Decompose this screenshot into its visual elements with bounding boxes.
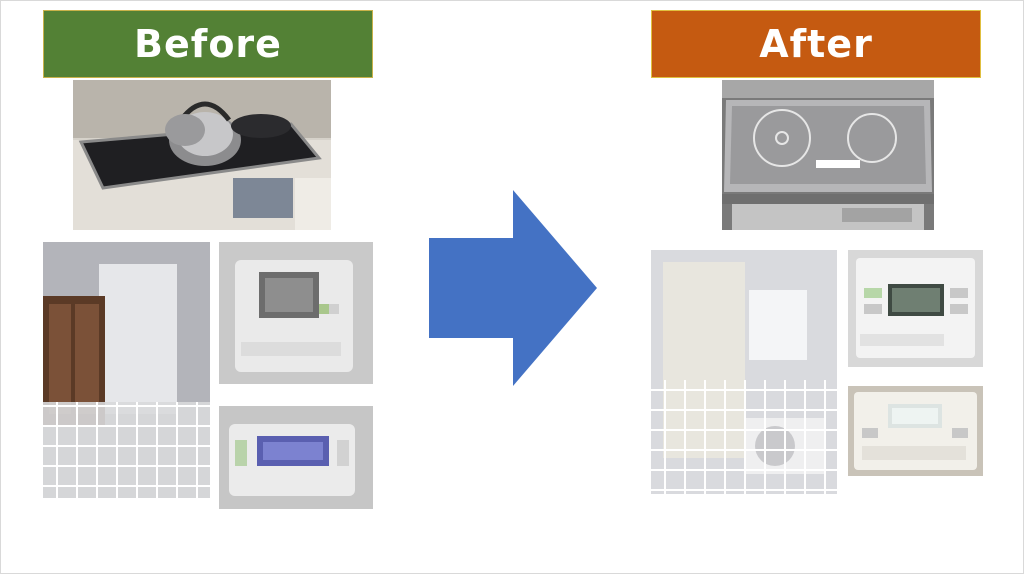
right-arrow-icon <box>429 190 597 386</box>
after-remote-photo-1 <box>848 250 983 367</box>
after-remote-photo-2 <box>848 386 983 476</box>
before-remote-photo-1 <box>219 242 373 384</box>
after-banner: After <box>651 10 981 78</box>
before-outdoor-unit-photo <box>43 242 210 498</box>
before-stove-photo <box>73 80 331 230</box>
before-label: Before <box>134 22 282 66</box>
before-remote-photo-2 <box>219 406 373 509</box>
after-label: After <box>759 22 873 66</box>
after-cooktop-photo <box>722 80 934 230</box>
before-banner: Before <box>43 10 373 78</box>
after-outdoor-unit-photo <box>651 250 837 494</box>
